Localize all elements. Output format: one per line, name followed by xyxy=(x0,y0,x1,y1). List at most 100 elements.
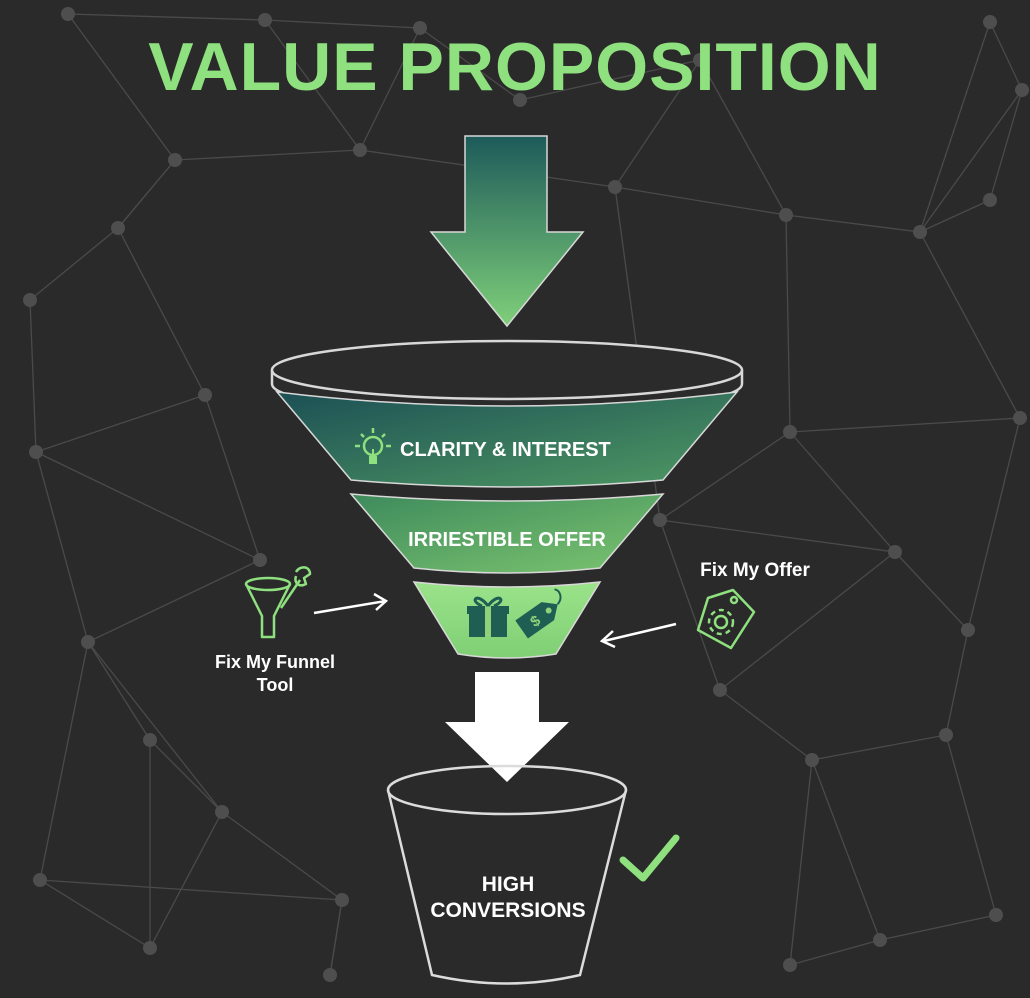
gift-icon xyxy=(467,596,509,637)
page-title: VALUE PROPOSITION xyxy=(148,29,882,105)
network-line xyxy=(945,734,997,916)
bucket-label-line1: HIGH xyxy=(481,873,535,896)
fix-my-offer-label: Fix My Offer xyxy=(700,560,810,581)
network-node xyxy=(513,93,527,107)
network-line xyxy=(719,689,813,761)
network-line xyxy=(659,431,791,521)
network-line xyxy=(29,299,37,453)
network-node xyxy=(779,208,793,222)
network-line xyxy=(149,739,223,813)
network-line xyxy=(35,451,261,561)
network-line xyxy=(29,227,119,301)
fix-my-funnel-line1: Fix My Funnel xyxy=(214,652,335,672)
network-node xyxy=(143,733,157,747)
network-node xyxy=(323,968,337,982)
network-line xyxy=(789,759,813,966)
network-line xyxy=(919,199,991,233)
network-line xyxy=(614,59,701,188)
network-line xyxy=(35,394,206,453)
network-line xyxy=(659,519,721,691)
network-node xyxy=(335,893,349,907)
fix-my-funnel-line2: Tool xyxy=(256,674,294,695)
funnel-stage-2 xyxy=(349,493,665,574)
network-line xyxy=(87,641,151,741)
network-line xyxy=(659,519,896,553)
network-node xyxy=(258,13,272,27)
funnel-wrench-icon xyxy=(244,566,312,639)
network-node xyxy=(215,805,229,819)
network-node xyxy=(168,153,182,167)
network-node xyxy=(873,933,887,947)
network-node xyxy=(413,21,427,35)
network-node xyxy=(983,15,997,29)
network-line xyxy=(67,13,266,21)
fix-my-funnel-label: Fix My Funnel Tool xyxy=(190,651,360,696)
network-line xyxy=(989,21,1023,91)
network-line xyxy=(204,394,261,561)
network-node xyxy=(693,53,707,67)
network-node xyxy=(608,180,622,194)
network-line xyxy=(329,899,343,976)
network-line xyxy=(519,59,701,101)
network-line xyxy=(785,214,791,433)
down-arrow-to-bucket xyxy=(445,672,569,782)
right-pointer-arrow xyxy=(599,622,677,649)
lightbulb-icon xyxy=(355,428,391,464)
network-line xyxy=(39,879,343,901)
network-node xyxy=(143,941,157,955)
network-line xyxy=(264,19,361,151)
network-line xyxy=(67,13,176,161)
network-node xyxy=(111,221,125,235)
network-node xyxy=(253,553,267,567)
stage-1-label: CLARITY & INTEREST xyxy=(400,439,611,461)
network-node xyxy=(353,143,367,157)
network-line xyxy=(35,451,89,643)
network-line xyxy=(221,811,343,901)
network-node xyxy=(913,225,927,239)
network-line xyxy=(87,641,223,813)
network-line xyxy=(789,939,881,966)
network-line xyxy=(699,59,787,216)
tag-gear-icon xyxy=(696,588,756,650)
network-node xyxy=(939,728,953,742)
network-line xyxy=(174,149,361,161)
bucket-label: HIGH CONVERSIONS xyxy=(410,872,606,925)
network-node xyxy=(1015,83,1029,97)
network-node xyxy=(29,445,43,459)
network-node xyxy=(81,635,95,649)
network-line xyxy=(419,27,521,101)
bucket-label-line2: CONVERSIONS xyxy=(430,899,586,923)
network-line xyxy=(149,811,223,949)
network-node xyxy=(1013,411,1027,425)
network-node xyxy=(23,293,37,307)
network-node xyxy=(198,388,212,402)
network-node xyxy=(33,873,47,887)
network-line xyxy=(919,21,991,233)
network-line xyxy=(39,879,151,949)
network-line xyxy=(894,551,969,631)
network-node xyxy=(989,908,1003,922)
network-line xyxy=(264,19,421,29)
network-node xyxy=(713,683,727,697)
network-line xyxy=(945,629,969,736)
conversion-bucket xyxy=(386,764,628,985)
checkmark-icon xyxy=(619,834,680,882)
network-line xyxy=(989,89,1023,201)
network-line xyxy=(87,559,261,643)
network-line xyxy=(117,159,176,229)
network-node xyxy=(983,193,997,207)
network-node xyxy=(783,958,797,972)
network-node xyxy=(961,623,975,637)
network-node xyxy=(61,7,75,21)
network-line xyxy=(789,417,1021,433)
left-pointer-arrow xyxy=(313,592,389,615)
network-line xyxy=(117,227,206,396)
network-line xyxy=(919,231,1021,419)
network-line xyxy=(789,431,896,553)
price-tag-icon: $ xyxy=(515,588,562,639)
network-node xyxy=(783,425,797,439)
network-node xyxy=(888,545,902,559)
